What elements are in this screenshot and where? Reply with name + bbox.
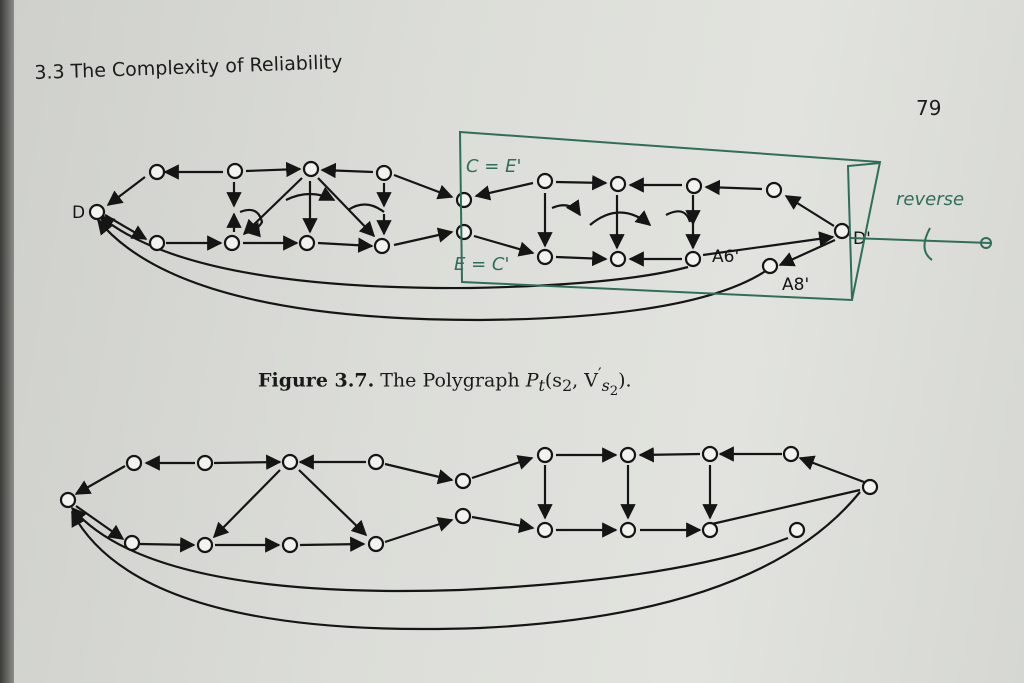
label-a6: A6' <box>712 247 739 267</box>
top-polygraph <box>97 161 836 322</box>
annotation-c-equals-e: C = E' <box>466 156 521 177</box>
handwritten-annotation <box>458 130 992 302</box>
caption-text: The Polygraph <box>380 369 526 392</box>
book-binding <box>0 0 14 683</box>
label-a8: A8' <box>782 275 809 295</box>
figure-caption: Figure 3.7. The Polygraph Pt(s2, V′s2). <box>258 364 632 400</box>
label-d-left: D <box>72 203 85 223</box>
top-nodes <box>88 160 851 275</box>
figure-label: Figure 3.7. <box>258 369 375 392</box>
annotation-reverse: reverse <box>896 189 964 210</box>
page-number: 79 <box>916 96 942 120</box>
annotation-e-equals-c: E = C' <box>454 254 509 275</box>
bottom-polygraph <box>71 446 865 631</box>
bottom-nodes <box>59 445 879 554</box>
caption-formula-p: P <box>525 369 539 392</box>
